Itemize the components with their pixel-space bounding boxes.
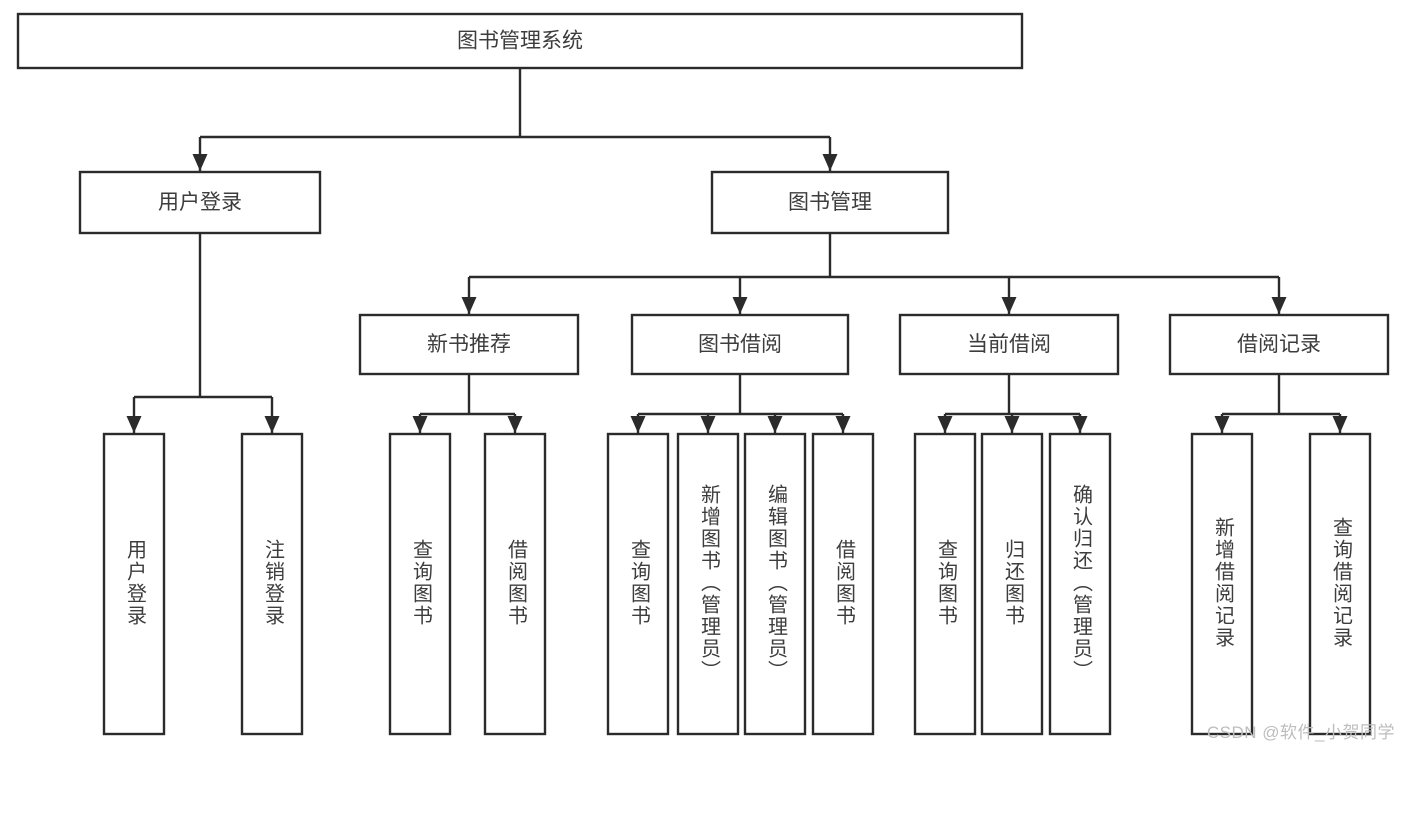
node-label-user-login: 用户登录 xyxy=(158,191,242,214)
node-label-borrow-record: 借阅记录 xyxy=(1237,333,1321,356)
node-box-leaf-query-book-1[interactable] xyxy=(388,432,452,736)
node-label-new-book-rec: 新书推荐 xyxy=(427,333,511,356)
node-box-leaf-query-record[interactable] xyxy=(1308,432,1372,736)
node-box-leaf-borrow-book-1[interactable] xyxy=(483,432,547,736)
diagram-canvas: 图书管理系统用户登录图书管理新书推荐图书借阅当前借阅借阅记录 用户登录注销登录查… xyxy=(16,12,1395,742)
node-box-leaf-query-book-2[interactable] xyxy=(606,432,670,736)
arrow-head-icon-leaf-add-record xyxy=(1214,416,1230,433)
arrow-head-icon-leaf-add-book xyxy=(700,416,716,433)
node-label-book-borrow: 图书借阅 xyxy=(698,333,782,356)
node-box-book-borrow[interactable] xyxy=(630,313,850,376)
node-box-book-manage[interactable] xyxy=(710,170,950,235)
arrow-head-icon-leaf-confirm-return xyxy=(1072,416,1088,433)
node-boxes-layer xyxy=(16,12,1390,736)
arrow-head-icon-book-borrow xyxy=(732,297,748,314)
arrow-head-icon-leaf-query-book-3 xyxy=(937,416,953,433)
node-box-leaf-user-logout[interactable] xyxy=(240,432,304,736)
arrow-head-icon-current-borrow xyxy=(1001,297,1017,314)
node-label-book-manage: 图书管理 xyxy=(788,191,872,214)
watermark-text: CSDN @软件_小贺同学 xyxy=(1206,723,1395,742)
arrow-head-icon-book-manage xyxy=(822,154,838,171)
node-box-leaf-user-login[interactable] xyxy=(102,432,166,736)
arrow-head-icon-leaf-query-book-1 xyxy=(412,416,428,433)
arrow-head-icon-leaf-borrow-book-2 xyxy=(835,416,851,433)
node-box-leaf-add-book[interactable] xyxy=(676,432,740,736)
node-box-user-login[interactable] xyxy=(78,170,322,235)
arrow-head-icon-leaf-user-login xyxy=(126,416,142,433)
node-box-new-book-rec[interactable] xyxy=(358,313,580,376)
node-box-leaf-edit-book[interactable] xyxy=(743,432,807,736)
node-box-current-borrow[interactable] xyxy=(898,313,1120,376)
arrow-head-icon-leaf-return-book xyxy=(1004,416,1020,433)
node-box-leaf-confirm-return[interactable] xyxy=(1048,432,1112,736)
node-label-root: 图书管理系统 xyxy=(457,30,583,53)
arrow-head-icon-leaf-user-logout xyxy=(264,416,280,433)
node-box-root[interactable] xyxy=(16,12,1024,70)
node-box-leaf-add-record[interactable] xyxy=(1190,432,1254,736)
arrow-head-icon-new-book-rec xyxy=(461,297,477,314)
arrow-head-icon-borrow-record xyxy=(1271,297,1287,314)
connectors-layer xyxy=(126,68,1348,433)
node-label-current-borrow: 当前借阅 xyxy=(967,333,1051,356)
arrow-head-icon-leaf-borrow-book-1 xyxy=(507,416,523,433)
node-box-leaf-query-book-3[interactable] xyxy=(913,432,977,736)
arrow-head-icon-leaf-edit-book xyxy=(767,416,783,433)
arrow-head-icon-leaf-query-book-2 xyxy=(630,416,646,433)
node-box-borrow-record[interactable] xyxy=(1168,313,1390,376)
node-box-leaf-borrow-book-2[interactable] xyxy=(811,432,875,736)
node-box-leaf-return-book[interactable] xyxy=(980,432,1044,736)
arrow-head-icon-user-login xyxy=(192,154,208,171)
arrow-head-icon-leaf-query-record xyxy=(1332,416,1348,433)
